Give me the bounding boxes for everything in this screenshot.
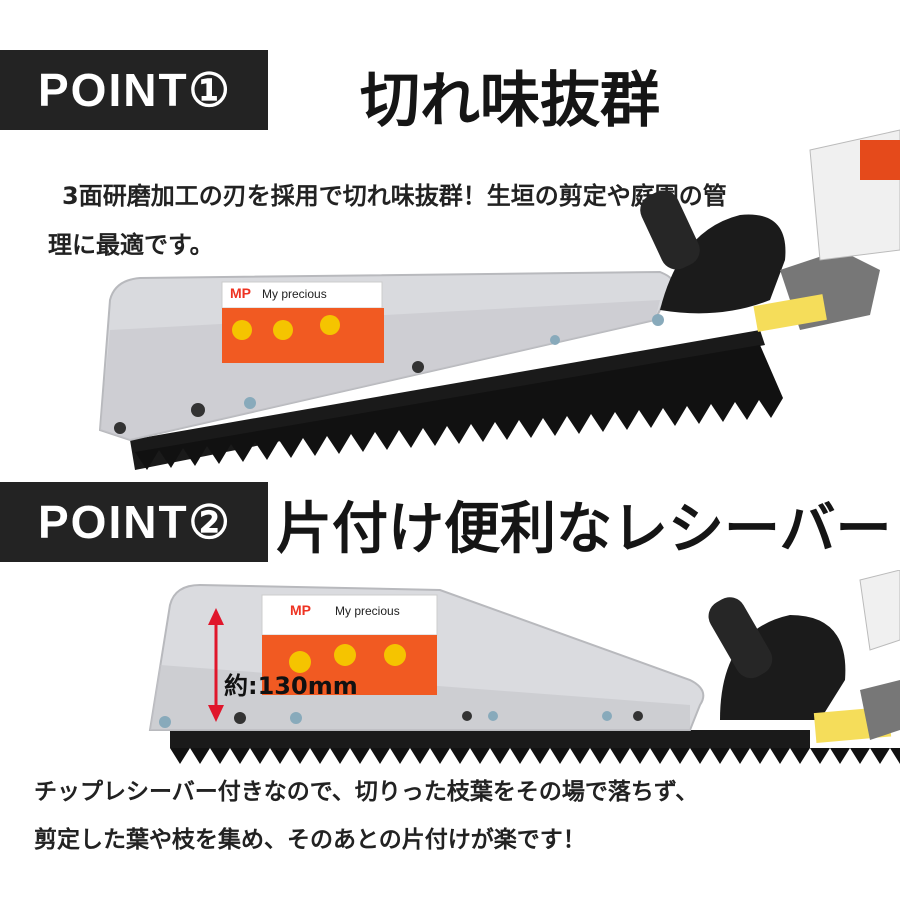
point2-desc-line2: 剪定した葉や枝を集め、そのあとの片付けが楽です！ xyxy=(34,827,586,853)
height-arrow xyxy=(208,608,224,722)
point1-desc-line1: 3面研磨加工の刃を採用で切れ味抜群！生垣の剪定や庭園の管 xyxy=(62,182,727,210)
handguard xyxy=(708,597,846,720)
point2-desc-line1: チップレシーバー付きなので、切りった枝葉をその場で落ちず、 xyxy=(34,779,699,805)
blade-teeth xyxy=(130,330,783,470)
brand-sticker: MP My precious xyxy=(261,594,438,695)
svg-text:MP: MP xyxy=(290,602,311,618)
point1-section: POINT① 切れ味抜群 3面研磨加工の刃を採用で切れ味抜群！生垣の剪定や庭園の… xyxy=(0,50,900,470)
point1-badge: POINT① xyxy=(0,50,268,130)
svg-text:My precious: My precious xyxy=(262,287,327,301)
point1-title: 切れ味抜群 xyxy=(360,66,660,136)
point2-section: POINT② 片付け便利なレシーバー MP My precious xyxy=(0,470,900,900)
brand-sticker: MP My precious xyxy=(221,281,384,363)
handguard xyxy=(640,190,786,314)
blade-teeth xyxy=(170,730,900,764)
svg-text:My precious: My precious xyxy=(335,604,400,618)
engine-body xyxy=(753,129,900,332)
hedge-trimmer-image-2: MP My precious xyxy=(148,570,900,764)
point1-desc-line2: 理に最適です。 xyxy=(48,231,214,259)
engine-body xyxy=(813,570,900,743)
point2-badge: POINT② xyxy=(0,482,268,562)
measurement-label: 約:130mm xyxy=(224,672,358,700)
svg-text:MP: MP xyxy=(230,285,251,301)
point2-title: 片付け便利なレシーバー xyxy=(276,497,892,562)
hedge-trimmer-image-1: MP My precious xyxy=(98,129,900,470)
